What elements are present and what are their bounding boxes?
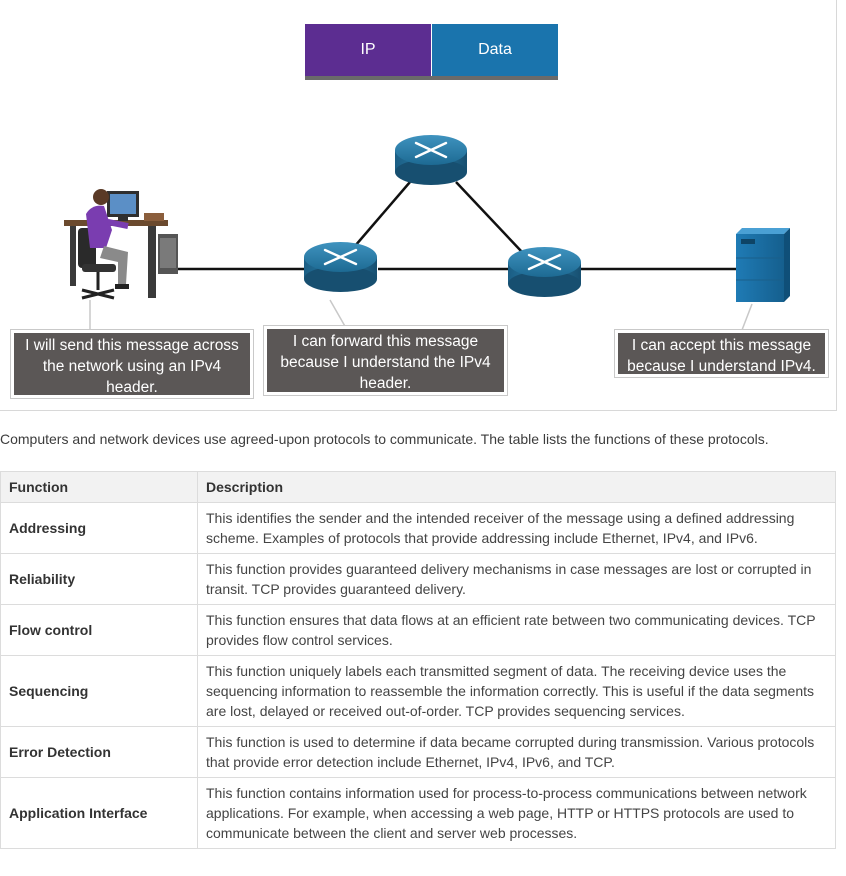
server-callout-text: I can accept this message because I unde… <box>627 337 816 375</box>
function-name: Flow control <box>0 604 198 656</box>
column-header-description: Description <box>197 471 836 503</box>
network-diagram: IP Data <box>0 0 837 411</box>
table-row: Flow control This function ensures that … <box>0 604 836 656</box>
function-name: Reliability <box>0 553 198 605</box>
data-block: Data <box>432 24 558 76</box>
table-header-row: Function Description <box>0 471 836 503</box>
router-top-icon <box>395 135 467 185</box>
packet-shadow <box>305 76 558 80</box>
server-callout: I can accept this message because I unde… <box>615 330 828 377</box>
function-description: This function uniquely labels each trans… <box>197 655 836 727</box>
data-label: Data <box>478 41 512 58</box>
router-callout-text: I can forward this message because I und… <box>280 333 491 392</box>
table-row: Sequencing This function uniquely labels… <box>0 655 836 727</box>
table-row: Addressing This identifies the sender an… <box>0 502 836 554</box>
function-description: This function is used to determine if da… <box>197 726 836 778</box>
router-left-icon <box>304 242 377 292</box>
function-name: Error Detection <box>0 726 198 778</box>
function-name: Addressing <box>0 502 198 554</box>
ip-label: IP <box>360 41 376 58</box>
function-description: This function provides guaranteed delive… <box>197 553 836 605</box>
column-header-function: Function <box>0 471 198 503</box>
callout-pointers <box>89 299 753 331</box>
host-callout: I will send this message across the netw… <box>11 330 253 398</box>
intro-text: Computers and network devices use agreed… <box>0 431 769 447</box>
host-callout-text: I will send this message across the netw… <box>25 337 239 396</box>
ip-header-block: IP <box>305 24 431 76</box>
link-router1-router2 <box>354 181 411 247</box>
router-callout: I can forward this message because I und… <box>264 326 507 395</box>
function-description: This identifies the sender and the inten… <box>197 502 836 554</box>
server-icon <box>736 228 790 302</box>
router-right-icon <box>508 247 581 297</box>
host-computer-icon <box>64 189 178 300</box>
table-row: Error Detection This function is used to… <box>0 726 836 778</box>
link-router2-router3 <box>455 181 523 253</box>
function-name: Application Interface <box>0 777 198 849</box>
function-description: This function ensures that data flows at… <box>197 604 836 656</box>
topology-drawing <box>64 135 790 331</box>
function-description: This function contains information used … <box>197 777 836 849</box>
network-links <box>172 181 736 271</box>
table-row: Reliability This function provides guara… <box>0 553 836 605</box>
protocol-functions-table: Function Description Addressing This ide… <box>0 471 836 849</box>
function-name: Sequencing <box>0 655 198 727</box>
table-row: Application Interface This function cont… <box>0 777 836 849</box>
